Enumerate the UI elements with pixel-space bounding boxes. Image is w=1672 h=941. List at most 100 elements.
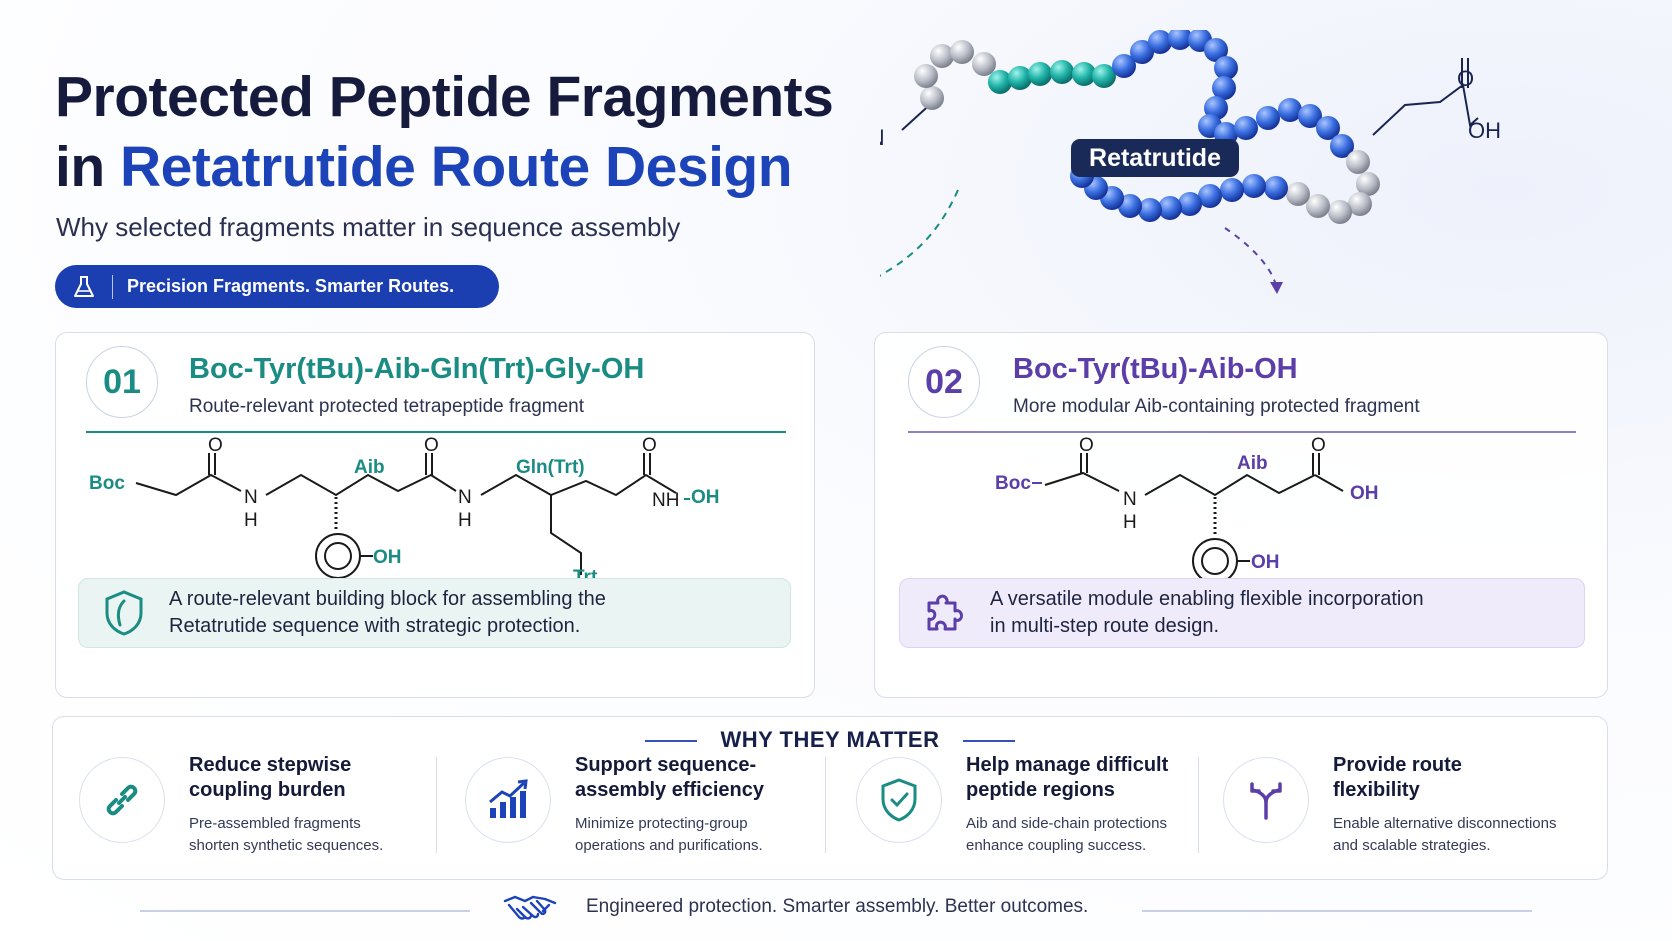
retatrutide-label: Retatrutide [1071,139,1239,177]
chain-bead [1204,38,1228,62]
label-aib: Aib [1237,453,1268,474]
footer: Engineered protection. Smarter assembly.… [0,888,1672,928]
label-ring-oh: OH [1251,552,1280,573]
label-n1: N [1123,489,1137,510]
label-n2: N [458,487,472,508]
chain-bead [1306,194,1330,218]
note-line-2: in multi-step route design. [990,615,1220,637]
chain-bead [1242,174,1266,198]
fragment-card-1: 01 Boc-Tyr(tBu)-Aib-Gln(Trt)-Gly-OH Rout… [55,332,815,698]
chain-bead [1356,172,1380,196]
chain-bead [1168,30,1192,50]
chain-bead [920,86,944,110]
chain-bead [1234,116,1258,140]
page-subtitle: Why selected fragments matter in sequenc… [56,212,681,242]
chain-bead [1348,192,1372,216]
why-divider [1198,757,1199,853]
chain-bead [1118,194,1142,218]
chain-bead [1214,56,1238,80]
fragment-name: Boc-Tyr(tBu)-Aib-OH [1013,353,1298,385]
label-h1: H [1123,512,1137,533]
chain-bead [1028,62,1052,86]
chain-bead [950,40,974,64]
chain-bead [1316,116,1340,140]
chain-bead [1298,104,1322,128]
footer-text: Engineered protection. Smarter assembly.… [586,896,1089,917]
fragment-note: A route-relevant building block for asse… [78,578,791,648]
chain-bead [1138,198,1162,222]
shield-check-icon [856,757,942,843]
chain-bead [1198,184,1222,208]
bar-chart-icon [465,757,551,843]
fragment-card-2: 02 Boc-Tyr(tBu)-Aib-OH More modular Aib-… [874,332,1608,698]
puzzle-icon [900,589,990,637]
chain-bead [1092,64,1116,88]
link-icon [79,757,165,843]
why-divider [436,757,437,853]
label-h1: H [244,510,258,531]
title-accent: Retatrutide Route Design [120,135,793,199]
label-n1: N [244,487,258,508]
fragment-1-structure: O N H O N H O NH Boc Aib Gln(Trt) OH OH … [89,435,720,593]
chain-bead [988,70,1012,94]
note-line-1: A versatile module enabling flexible inc… [990,588,1424,610]
chain-bead [1008,66,1032,90]
chain-bead [1050,60,1074,84]
chain-bead [1264,176,1288,200]
chain-beads [914,30,1380,224]
label-oh-end: OH [691,487,720,508]
chain-bead [1256,106,1280,130]
tagline-text: Precision Fragments. Smarter Routes. [127,276,455,296]
fragment-description: Route-relevant protected tetrapeptide fr… [189,396,585,417]
card-divider [908,431,1576,433]
c-terminus-oh-label: OH [1468,118,1501,143]
peptide-chain-illustration: H2N O OH [880,30,1501,294]
chain-bead [1178,192,1202,216]
label-h2: H [458,510,472,531]
chain-bead [1220,178,1244,202]
label-o3: O [642,435,657,456]
chain-bead [1130,40,1154,64]
arrow-to-fragment-2 [1224,227,1277,286]
label-oh-end: OH [1350,483,1379,504]
title-line-2: in Retatrutide Route Design [55,132,833,202]
fragment-number: 02 [908,346,980,418]
label-ring-oh: OH [373,547,402,568]
label-o2: O [1311,435,1326,456]
chain-bead [1158,196,1182,220]
c-terminus-o-label: O [1457,66,1474,91]
note-line-1: A route-relevant building block for asse… [169,588,606,610]
label-gln: Gln(Trt) [516,457,585,478]
chain-bead [1346,150,1370,174]
chain-bead [930,44,954,68]
chain-bead [1328,200,1352,224]
why-item-efficiency: Support sequence-assembly efficiency Min… [465,753,795,869]
chain-bead [1148,30,1172,54]
fragment-note: A versatile module enabling flexible inc… [899,578,1585,648]
fragment-name: Boc-Tyr(tBu)-Aib-Gln(Trt)-Gly-OH [189,353,645,385]
chain-bead [1286,182,1310,206]
arrow-head-2 [1270,282,1283,294]
chain-bead [1278,98,1302,122]
fragment-description: More modular Aib-containing protected fr… [1013,396,1420,417]
label-boc: Boc [995,473,1031,494]
card-divider [86,431,786,433]
footer-line-right [1142,910,1532,912]
label-aib: Aib [354,457,385,478]
why-heading: WHY THEY MATTER [53,727,1607,753]
label-o2: O [424,435,439,456]
note-line-2: Retatrutide sequence with strategic prot… [169,615,581,637]
label-boc: Boc [89,473,125,494]
label-o1: O [1079,435,1094,456]
tagline-pill: Precision Fragments. Smarter Routes. [55,265,499,308]
